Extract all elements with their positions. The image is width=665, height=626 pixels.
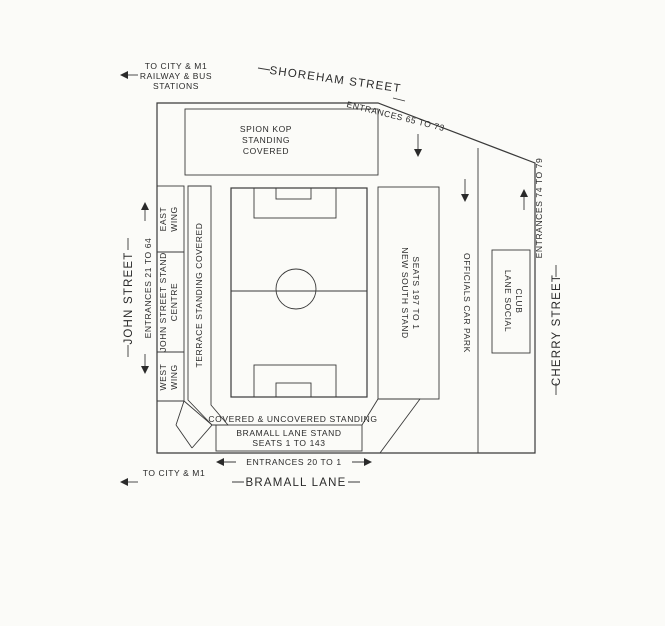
lane-social-club xyxy=(491,249,531,354)
corner-line xyxy=(175,400,185,426)
direction-top-line1: TO CITY & M1 xyxy=(145,61,208,71)
john-street-stand-label-2: CENTRE xyxy=(169,283,179,322)
penalty-area-north xyxy=(253,187,337,219)
street-bramall-lane: BRAMALL LANE xyxy=(246,477,347,489)
spion-kop-stand xyxy=(184,108,379,176)
entrances-south-label: ENTRANCES 20 TO 1 xyxy=(246,457,341,467)
street-john: JOHN STREET xyxy=(123,251,135,344)
corner-terrace-se xyxy=(361,398,421,454)
lane-social-club-label-2: CLUB xyxy=(514,288,524,313)
east-wing-label-2: WING xyxy=(169,206,179,232)
lane-social-club-label-1: LANE SOCIAL xyxy=(503,270,513,332)
street-cherry: CHERRY STREET xyxy=(551,274,563,386)
spion-kop-label-3: COVERED xyxy=(243,146,289,156)
east-wing-label-1: EAST xyxy=(158,207,168,232)
street-shoreham: SHOREHAM STREET xyxy=(269,65,402,95)
direction-bottom: TO CITY & M1 xyxy=(143,468,206,478)
bramall-lane-stand-label-1: BRAMALL LANE STAND xyxy=(236,428,341,438)
west-wing-label-2: WING xyxy=(169,364,179,390)
officials-car-park-label: OFFICIALS CAR PARK xyxy=(462,253,472,353)
bramall-lane-stand xyxy=(215,424,363,452)
terrace-label: TERRACE STANDING COVERED xyxy=(194,222,204,367)
pitch xyxy=(230,187,368,398)
bramall-lane-stand-label-2: SEATS 1 TO 143 xyxy=(252,438,325,448)
direction-top-line3: STATIONS xyxy=(153,81,199,91)
shoreham-street-dashes xyxy=(257,67,406,102)
centre-circle xyxy=(275,268,317,310)
penalty-area-south xyxy=(253,364,337,398)
spion-kop-label-1: SPION KOP xyxy=(240,124,292,134)
new-south-stand-label-1: NEW SOUTH STAND xyxy=(400,247,410,338)
goal-area-north xyxy=(275,187,312,200)
new-south-stand xyxy=(377,186,440,400)
west-wing-label-1: WEST xyxy=(158,364,168,391)
entrances-west-label: ENTRANCES 21 TO 64 xyxy=(143,238,153,339)
direction-top-line2: RAILWAY & BUS xyxy=(140,71,212,81)
goal-area-south xyxy=(275,382,312,398)
spion-kop-label-2: STANDING xyxy=(242,135,290,145)
corner-terrace-sw xyxy=(157,400,213,449)
covered-uncovered-label: COVERED & UNCOVERED STANDING xyxy=(208,414,377,424)
john-street-stand-label-1: JOHN STREET STAND xyxy=(158,252,168,352)
entrances-east-label: ENTRANCES 74 TO 79 xyxy=(534,158,544,259)
entrances-north-label: ENTRANCES 65 TO 73 xyxy=(346,99,446,133)
new-south-stand-label-2: SEATS 197 TO 1 xyxy=(411,256,421,329)
